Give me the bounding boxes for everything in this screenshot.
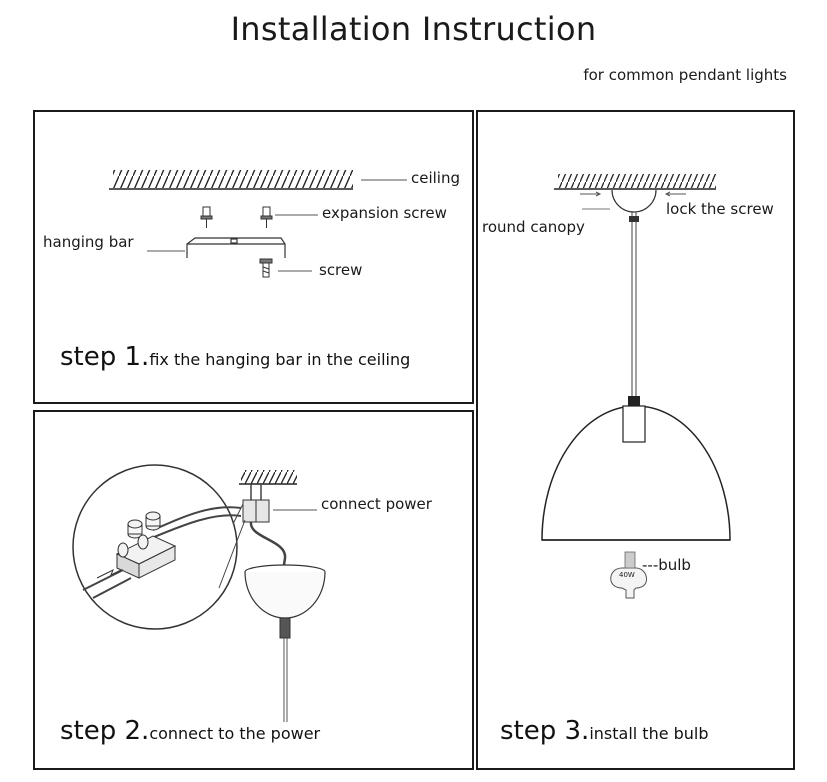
step-1-number: step 1.	[60, 342, 150, 372]
bulb-wattage-label: 40W	[619, 571, 635, 579]
round-canopy-label: round canopy	[482, 218, 585, 236]
step-3-illustration	[541, 174, 731, 599]
hanging-bar-icon	[186, 237, 286, 258]
step-3-text: install the bulb	[589, 724, 709, 743]
lock-the-screw-label: lock the screw	[666, 200, 774, 218]
ceiling-hatch	[109, 170, 353, 190]
bulb-icon	[610, 551, 647, 599]
zoom-detail-circle	[72, 464, 246, 630]
step-1-text: fix the hanging bar in the ceiling	[149, 350, 411, 369]
page-subtitle: for common pendant lights	[583, 66, 787, 84]
cable-grip-icon	[279, 617, 291, 639]
page-title: Installation Instruction	[230, 10, 597, 48]
screw-icon	[259, 258, 273, 278]
canopy-icon	[244, 564, 326, 619]
round-canopy-icon	[611, 189, 657, 213]
step-2-panel: connect power step 2.connect to the powe…	[33, 410, 474, 770]
hanging-bar-label: hanging bar	[43, 233, 134, 251]
step-3-caption: step 3.install the bulb	[500, 716, 709, 746]
expansion-screw-icon	[200, 206, 273, 228]
screw-label: screw	[319, 261, 363, 279]
step-1-panel: ceiling expansion screw hanging bar scre…	[33, 110, 474, 404]
expansion-screw-label: expansion screw	[322, 204, 447, 222]
step-2-caption: step 2.connect to the power	[60, 716, 320, 746]
ceiling-hatch	[239, 470, 297, 485]
step-1-caption: step 1.fix the hanging bar in the ceilin…	[60, 342, 410, 372]
ceiling-hatch	[554, 174, 716, 190]
step-3-panel: lock the screw round canopy 40W ---bulb …	[476, 110, 795, 770]
terminal-block-icon	[242, 499, 270, 523]
ceiling-label: ceiling	[411, 169, 461, 187]
step-1-illustration	[109, 170, 407, 278]
step-2-number: step 2.	[60, 716, 150, 746]
connect-power-label: connect power	[321, 495, 432, 513]
step-3-number: step 3.	[500, 716, 590, 746]
step-2-illustration	[72, 464, 326, 722]
step-2-text: connect to the power	[149, 724, 321, 743]
bulb-label: ---bulb	[642, 556, 691, 574]
